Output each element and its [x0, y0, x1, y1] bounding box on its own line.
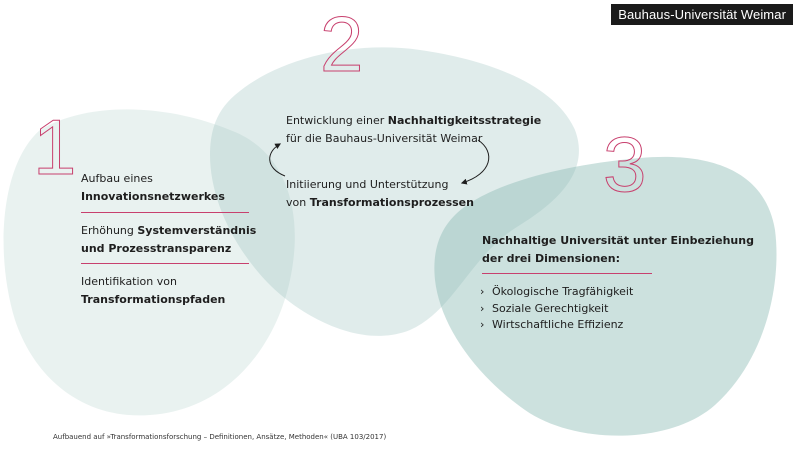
- list-item: › Soziale Gerechtigkeit: [480, 301, 633, 318]
- university-logo: Bauhaus-Universität Weimar: [611, 4, 793, 25]
- s1-item-1: Aufbau eines Innovationsnetzwerkes: [81, 172, 225, 203]
- chevron-right-icon: ›: [480, 301, 485, 315]
- list-item: › Ökologische Tragfähigkeit: [480, 284, 633, 301]
- s1-item-3: Identifikation von Transformationspfaden: [81, 275, 226, 306]
- cycle-arrow-left: [269, 143, 286, 177]
- s2-transformation-text: Initiierung und Unterstützung von Transf…: [286, 178, 474, 209]
- list-item: › Wirtschaftliche Effizienz: [480, 317, 633, 334]
- chevron-right-icon: ›: [480, 318, 485, 331]
- step-number-1: 1: [32, 103, 77, 191]
- s1-item-2: Erhöhung Systemverständnis und Prozesstr…: [81, 224, 257, 255]
- cycle-arrow-right: [460, 139, 490, 185]
- step-number-2: 2: [319, 0, 364, 88]
- blob-1: [3, 109, 295, 416]
- step-number-3: 3: [602, 120, 647, 208]
- blob-3: [434, 156, 777, 436]
- blob-2: [210, 47, 579, 336]
- s3-heading: Nachhaltige Universität unter Einbeziehu…: [482, 234, 754, 265]
- chevron-right-icon: ›: [480, 285, 485, 298]
- footnote: Aufbauend auf »Transformationsforschung …: [53, 433, 387, 441]
- s3-divider: [482, 273, 652, 274]
- s1-divider-2: [81, 263, 249, 264]
- s2-strategy-text: Entwicklung einer Nachhaltigkeitsstrateg…: [286, 114, 542, 145]
- s1-divider-1: [81, 212, 249, 213]
- s3-dimension-list: › Ökologische Tragfähigkeit › Soziale Ge…: [480, 284, 633, 334]
